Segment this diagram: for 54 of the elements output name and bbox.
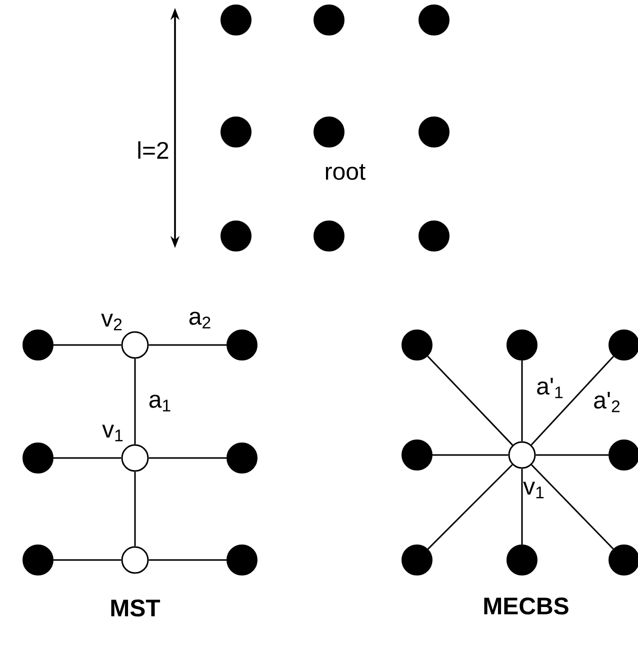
node-label: root bbox=[326, 164, 366, 180]
filled-dot bbox=[608, 544, 638, 576]
edge-label: a'$_{2}$ bbox=[594, 392, 620, 412]
filled-dot bbox=[418, 220, 450, 252]
edge bbox=[531, 464, 614, 550]
node-label: v$_{1}$ bbox=[523, 482, 544, 498]
edge bbox=[148, 457, 226, 459]
filled-dot bbox=[506, 544, 538, 576]
filled-dot bbox=[506, 330, 538, 360]
edge-label: a$_{1}$ bbox=[149, 394, 170, 412]
edge bbox=[54, 457, 122, 459]
node-label: v$_{1}$ bbox=[102, 424, 123, 442]
edge bbox=[530, 356, 614, 446]
hollow-circle bbox=[121, 444, 149, 472]
filled-dot bbox=[22, 330, 54, 360]
filled-dot bbox=[418, 4, 450, 36]
filled-dot bbox=[220, 220, 252, 252]
edge bbox=[521, 468, 523, 544]
edge bbox=[427, 464, 513, 550]
filled-dot bbox=[22, 442, 54, 474]
node-label: v$_{2}$ bbox=[101, 314, 122, 330]
hollow-circle bbox=[508, 441, 536, 469]
edge bbox=[148, 559, 226, 561]
filled-dot bbox=[608, 440, 638, 470]
edge-label: a'$_{1}$ bbox=[537, 378, 563, 398]
filled-dot bbox=[314, 4, 344, 36]
filled-dot bbox=[418, 116, 450, 148]
filled-dot bbox=[226, 330, 258, 360]
edge bbox=[432, 454, 508, 456]
edge bbox=[54, 344, 122, 346]
panel-caption: MECBS bbox=[484, 598, 568, 614]
filled-dot bbox=[314, 220, 344, 252]
filled-dot bbox=[314, 116, 344, 148]
edge bbox=[427, 356, 514, 446]
edge bbox=[536, 454, 608, 456]
filled-dot bbox=[226, 544, 258, 576]
filled-dot bbox=[220, 4, 252, 36]
edge bbox=[134, 472, 136, 546]
filled-dot bbox=[402, 330, 432, 360]
filled-dot bbox=[226, 442, 258, 474]
edge bbox=[134, 358, 136, 444]
filled-dot bbox=[608, 330, 638, 360]
edge bbox=[148, 344, 226, 346]
edge bbox=[521, 360, 523, 442]
panel-caption: MST bbox=[111, 600, 160, 616]
filled-dot bbox=[22, 544, 54, 576]
hollow-circle bbox=[121, 546, 149, 574]
hollow-circle bbox=[121, 331, 149, 359]
filled-dot bbox=[402, 544, 432, 576]
edge bbox=[54, 559, 122, 561]
filled-dot bbox=[402, 440, 432, 470]
edge-label: a$_{2}$ bbox=[189, 312, 210, 328]
dimension-label: l=2 bbox=[138, 141, 168, 159]
filled-dot bbox=[220, 116, 252, 148]
